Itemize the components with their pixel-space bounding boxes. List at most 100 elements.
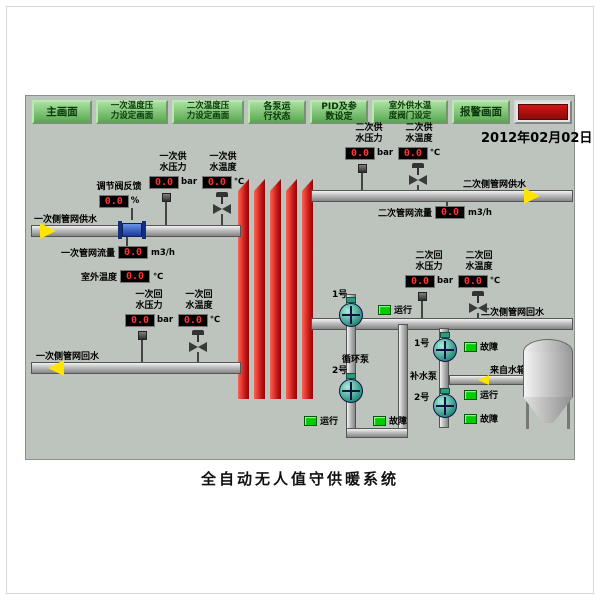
indicator-label: 故障: [480, 415, 499, 425]
circulation-pump2-fault-indicator: 故障: [373, 414, 407, 427]
gauge-label: 调节阀反馈: [96, 182, 142, 192]
pressure-sensor-icon: [138, 331, 147, 340]
gauge-unit: bar: [377, 148, 394, 159]
gauge-label: 二次供水温度: [405, 123, 433, 144]
toolbar-button-secondary-temp-pressure-setting[interactable]: 二次温度压力设定画面: [172, 100, 244, 124]
tank-legs: [526, 395, 570, 429]
indicator-lamp: [464, 389, 477, 400]
temp-valve-icon: [468, 291, 488, 313]
makeup-pump-group-label: 补水泵: [410, 372, 438, 382]
instrument-stem: [221, 214, 223, 225]
gauge-outdoor-temp: 室外温度 0.0 ℃: [81, 270, 163, 283]
makeup-pump2-icon: [432, 388, 458, 421]
indicator-lamp: [378, 304, 391, 315]
exchanger-plate: [238, 179, 249, 399]
indicator-label: 故障: [480, 343, 499, 353]
pipe-circulation-bottom: [346, 428, 408, 438]
exchanger-plate: [286, 179, 297, 399]
pipe-label-secondary-return: 二次侧管网回水: [481, 308, 545, 318]
gauge-primary-return-temp: 一次回水温度 0.0 ℃: [176, 290, 222, 327]
toolbar-button-main-screen[interactable]: 主画面: [32, 100, 92, 124]
gauge-value: 0.0: [405, 274, 435, 288]
instrument-stem: [417, 185, 419, 190]
gauge-label: 二次回水压力: [415, 251, 443, 272]
exchanger-plate: [254, 179, 265, 399]
gauge-value: 0.0: [435, 206, 466, 219]
gauge-secondary-supply-pressure: 二次供水压力 0.0 bar: [345, 123, 394, 160]
pressure-sensor-icon: [162, 193, 171, 202]
indicator-label: 运行: [394, 306, 413, 316]
exchanger-plate: [270, 179, 281, 399]
circulation-pump2-icon: [338, 373, 364, 406]
control-valve-icon: [118, 220, 146, 240]
indicator-lamp: [464, 341, 477, 352]
button-label: 一次温度压力设定画面: [110, 101, 154, 121]
gauge-primary-flow: 一次管网流量 0.0 m3/h: [61, 246, 175, 259]
instrument-stem: [141, 340, 143, 362]
date-display: 2012年02月02日: [481, 131, 593, 146]
gauge-label: 室外温度: [81, 273, 118, 283]
gauge-secondary-supply-temp: 二次供水温度 0.0 ℃: [396, 123, 442, 160]
gauge-label: 二次管网流量: [378, 209, 433, 219]
gauge-value: 0.0: [201, 175, 232, 189]
flow-arrow-primary-supply: [40, 223, 56, 239]
system-title: 全自动无人值守供暖系统: [200, 470, 399, 488]
gauge-secondary-return-temp: 二次回水温度 0.0 ℃: [456, 251, 502, 288]
pipe-label-secondary-supply: 二次侧管网供水: [463, 180, 527, 190]
instrument-stem: [165, 202, 167, 225]
toolbar-button-pid-settings[interactable]: PID及参数设定: [310, 100, 368, 124]
button-label: 报警画面: [460, 105, 502, 118]
gauge-value: 0.0: [149, 175, 179, 189]
gauge-primary-supply-pressure: 一次供水压力 0.0 bar: [149, 152, 197, 189]
hmi-panel: 主画面 一次温度压力设定画面 二次温度压力设定画面 各泵运行状态 PID及参数设…: [25, 95, 592, 460]
pipe-label-primary-return: 一次侧管网回水: [36, 352, 100, 362]
toolbar-button-outdoor-supply-valve-setting[interactable]: 室外供水温度阀门设定: [372, 100, 448, 124]
gauge-label: 一次管网流量: [61, 249, 116, 259]
toolbar-button-pump-status[interactable]: 各泵运行状态: [248, 100, 306, 124]
tank-body: [523, 352, 573, 397]
pipe-makeup-branch: [439, 328, 449, 428]
indicator-lamp: [464, 413, 477, 424]
toolbar-button-primary-temp-pressure-setting[interactable]: 一次温度压力设定画面: [96, 100, 168, 124]
water-tank: [523, 339, 573, 431]
temp-valve-icon: [408, 163, 428, 185]
gauge-value: 0.0: [125, 313, 155, 327]
indicator-lamp: [373, 415, 386, 426]
gauge-unit: ℃: [429, 148, 441, 159]
instrument-stem: [446, 202, 448, 207]
toolbar-button-alarm-screen[interactable]: 报警画面: [452, 100, 510, 124]
gauge-label: 一次供水压力: [159, 152, 187, 173]
plate-heat-exchanger: [238, 179, 316, 399]
gauge-label: 一次回水温度: [185, 290, 213, 311]
gauge-value: 0.0: [98, 194, 129, 208]
pipe-primary-return: [31, 362, 241, 374]
flow-arrow-secondary-supply: [524, 188, 540, 204]
gauge-unit: %: [130, 196, 140, 207]
pressure-sensor-icon: [418, 292, 427, 301]
gauge-unit: ℃: [209, 315, 221, 326]
instrument-stem: [421, 301, 423, 318]
gauge-label: 一次回水压力: [135, 290, 163, 311]
gauge-value: 0.0: [118, 246, 149, 259]
pipe-label-primary-supply: 一次侧管网供水: [34, 215, 98, 225]
flow-arrow-from-tank: [478, 375, 489, 385]
flow-arrow-primary-return: [48, 360, 64, 376]
circulation-pump2-run-indicator: 运行: [304, 414, 338, 427]
button-label: PID及参数设定: [321, 101, 357, 122]
gauge-unit: ℃: [489, 276, 501, 287]
makeup-pump1-icon: [432, 332, 458, 365]
indicator-label: 故障: [389, 417, 408, 427]
gauge-primary-return-pressure: 一次回水压力 0.0 bar: [125, 290, 173, 327]
makeup-pump2-label: 2号: [414, 393, 430, 403]
alarm-indicator[interactable]: [514, 100, 572, 124]
pressure-sensor-icon: [358, 164, 367, 173]
makeup-pump2-fault-indicator: 故障: [464, 412, 498, 425]
exchanger-plate: [302, 179, 313, 399]
gauge-value: 0.0: [397, 146, 428, 160]
circulation-pump2-label: 2号: [332, 366, 348, 376]
from-tank-label: 来自水箱: [490, 366, 527, 376]
instrument-stem: [126, 237, 128, 246]
temp-valve-icon: [188, 330, 208, 352]
pipe-secondary-supply: [311, 190, 573, 202]
gauge-unit: m3/h: [151, 247, 175, 258]
